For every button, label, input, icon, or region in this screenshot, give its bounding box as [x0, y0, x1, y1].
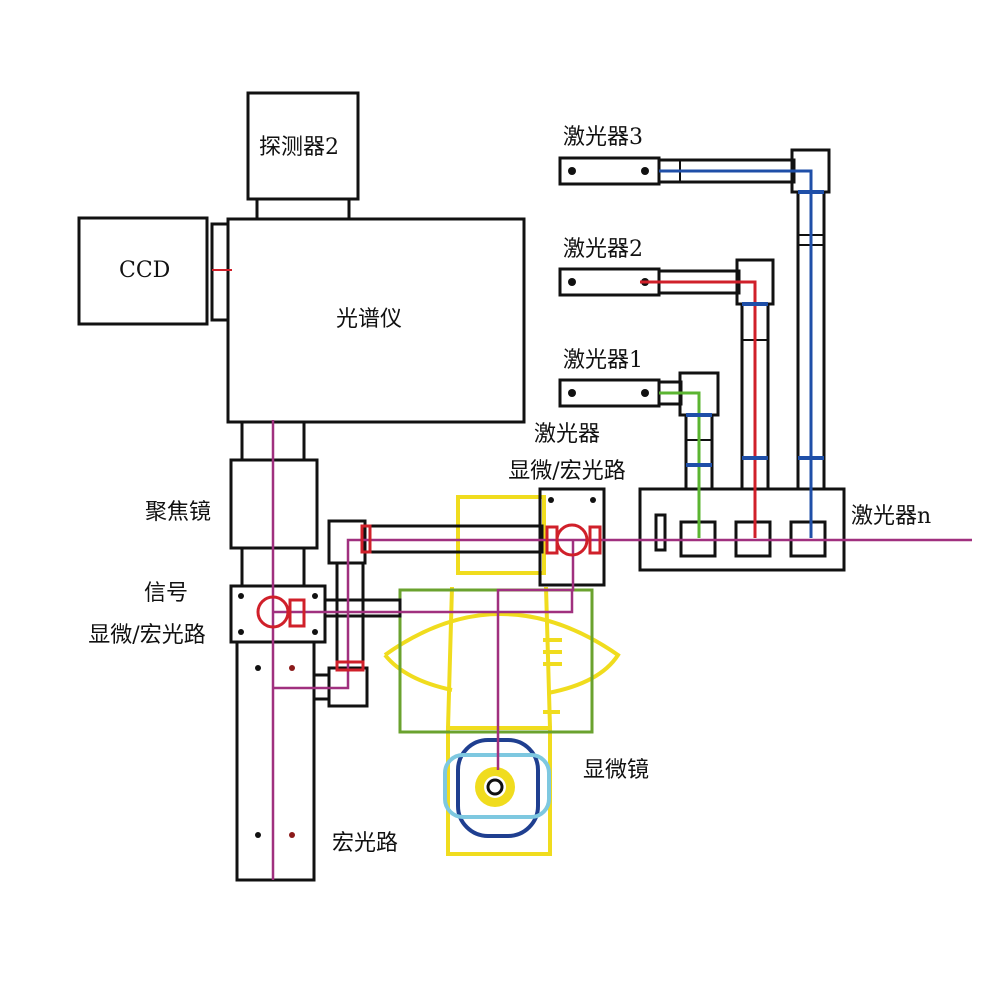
sample-stage — [398, 588, 594, 734]
spectrometer-label: 光谱仪 — [336, 307, 403, 332]
signal-box-dot-3 — [238, 629, 244, 635]
macro-path-box — [235, 640, 316, 882]
microscope-beam — [496, 540, 575, 770]
laser3-dot-2 — [641, 167, 649, 175]
signal-switch-mirror — [256, 595, 290, 629]
focus-lens-label: 聚焦镜 — [145, 500, 212, 525]
signal-switch-block — [288, 598, 306, 628]
macro-dot-red-2 — [289, 832, 295, 838]
laser-switch-block-left — [545, 525, 559, 555]
microscope-label: 显微镜 — [583, 758, 650, 783]
laser2-beam — [640, 280, 757, 538]
laser1-label: 激光器1 — [563, 348, 643, 373]
macro-dot-1 — [255, 665, 261, 671]
laser-switch-block-right — [588, 525, 602, 555]
signal-box-dot-2 — [312, 593, 318, 599]
laser-path-label-line1: 激光器 — [533, 422, 601, 447]
macro-path-label: 宏光路 — [332, 831, 399, 856]
ccd-box — [77, 216, 209, 326]
laser2-label: 激光器2 — [563, 237, 643, 262]
laser2-dot-1 — [568, 278, 576, 286]
laser-n-slot — [654, 513, 667, 552]
signal-path-label-line1: 信号 — [143, 581, 189, 606]
laser-n-box — [638, 487, 846, 572]
detector2-neck — [255, 197, 351, 221]
laser3-beam — [659, 169, 813, 538]
objective-lens-core — [486, 778, 504, 796]
middle-tube — [323, 598, 402, 618]
microscope-top-block — [456, 495, 546, 575]
laser-switch-dot-2 — [590, 497, 596, 503]
macro-dot-2 — [255, 832, 261, 838]
laser3-label: 激光器3 — [563, 125, 643, 150]
signal-switch-box — [229, 584, 327, 644]
lower-elbow-marker — [335, 660, 365, 672]
ccd-label: CCD — [119, 258, 171, 283]
macro-dot-red-1 — [289, 665, 295, 671]
signal-path-label-line2: 显微/宏光路 — [88, 623, 206, 648]
ccd-connector — [210, 222, 230, 322]
laser-switch-dot-1 — [548, 497, 554, 503]
upper-elbow-marker — [360, 524, 372, 554]
laser3-dot-1 — [568, 167, 576, 175]
laser-path-label-line2: 显微/宏光路 — [508, 459, 626, 484]
laser1-dot-1 — [568, 389, 576, 397]
laser1-dot-2 — [641, 389, 649, 397]
detector2-label: 探测器2 — [259, 135, 339, 160]
stage-signal-beam — [273, 590, 574, 614]
signal-box-dot-1 — [238, 593, 244, 599]
laser1-beam — [659, 391, 701, 538]
main-beam-line — [273, 538, 972, 690]
microscope-dish — [383, 612, 621, 695]
laser-n-label: 激光器n — [851, 504, 932, 529]
signal-box-dot-4 — [312, 629, 318, 635]
